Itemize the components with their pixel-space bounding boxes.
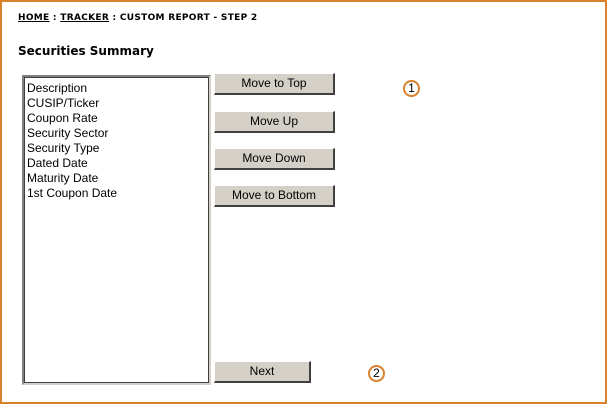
breadcrumb-tracker-link[interactable]: TRACKER — [60, 13, 110, 23]
field-order-listbox[interactable]: Description CUSIP/Ticker Coupon Rate Sec… — [22, 75, 211, 385]
callout-marker-2: 2 — [368, 365, 385, 382]
list-option-security-type[interactable]: Security Type — [27, 141, 100, 155]
page-title: Securities Summary — [18, 44, 154, 58]
list-option-dated-date[interactable]: Dated Date — [27, 156, 88, 170]
list-option-coupon-rate[interactable]: Coupon Rate — [27, 111, 98, 125]
move-to-top-button[interactable]: Move to Top — [214, 73, 335, 95]
breadcrumb-separator: : — [49, 13, 61, 23]
breadcrumb: HOME : TRACKER : CUSTOM REPORT - STEP 2 — [18, 13, 258, 23]
move-down-button[interactable]: Move Down — [214, 148, 335, 170]
list-option-cusip-ticker[interactable]: CUSIP/Ticker — [27, 96, 100, 110]
list-option-security-sector[interactable]: Security Sector — [27, 126, 109, 140]
list-option-maturity-date[interactable]: Maturity Date — [27, 171, 99, 185]
breadcrumb-separator: : — [109, 13, 120, 23]
callout-marker-1: 1 — [403, 80, 420, 97]
breadcrumb-current: CUSTOM REPORT - STEP 2 — [119, 13, 258, 23]
list-option-description[interactable]: Description — [27, 81, 88, 95]
breadcrumb-home-link[interactable]: HOME — [18, 13, 50, 23]
move-to-bottom-button[interactable]: Move to Bottom — [214, 185, 335, 207]
next-button[interactable]: Next — [214, 361, 311, 383]
move-up-button[interactable]: Move Up — [214, 111, 335, 133]
list-option-1st-coupon-date[interactable]: 1st Coupon Date — [27, 186, 118, 200]
